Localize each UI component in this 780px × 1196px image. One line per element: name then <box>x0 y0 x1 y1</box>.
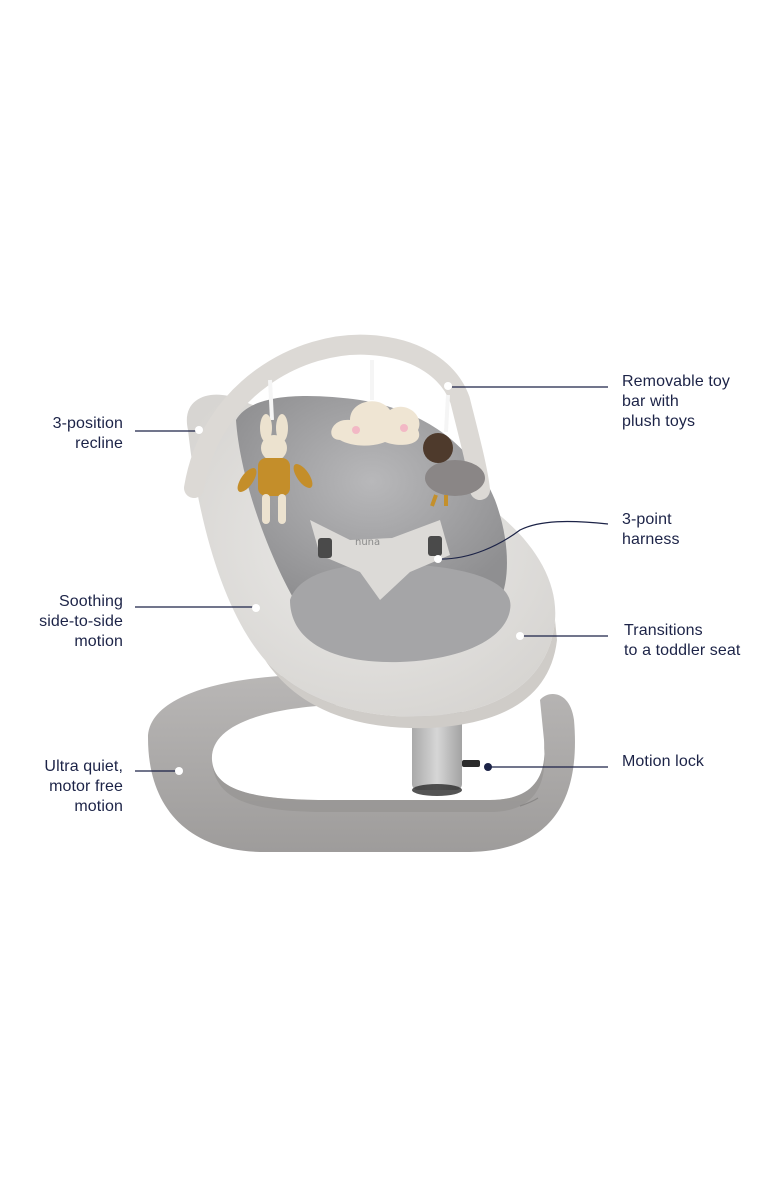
bird-plush <box>423 433 485 507</box>
bunny-plush <box>237 414 313 524</box>
callout-motion-lock: Motion lock <box>622 753 705 770</box>
cloud-plush <box>331 401 420 446</box>
callout-side-motion: Soothing side-to-side motion <box>39 593 123 650</box>
seat-logo: nuna <box>355 537 380 548</box>
callout-lines <box>135 382 609 775</box>
base-logo <box>519 797 539 807</box>
callout-toddler-seat: Transitions to a toddler seat <box>624 622 741 659</box>
callout-harness: 3-point harness <box>622 511 680 548</box>
toy-bar <box>184 334 490 500</box>
harness-pad <box>310 520 450 600</box>
motion-lock-lever <box>462 760 480 767</box>
base <box>148 673 575 852</box>
callout-quiet-motion: Ultra quiet, motor free motion <box>44 758 123 815</box>
callout-recline: 3-position recline <box>52 415 123 452</box>
callout-toy-bar: Removable toy bar with plush toys <box>622 373 731 430</box>
